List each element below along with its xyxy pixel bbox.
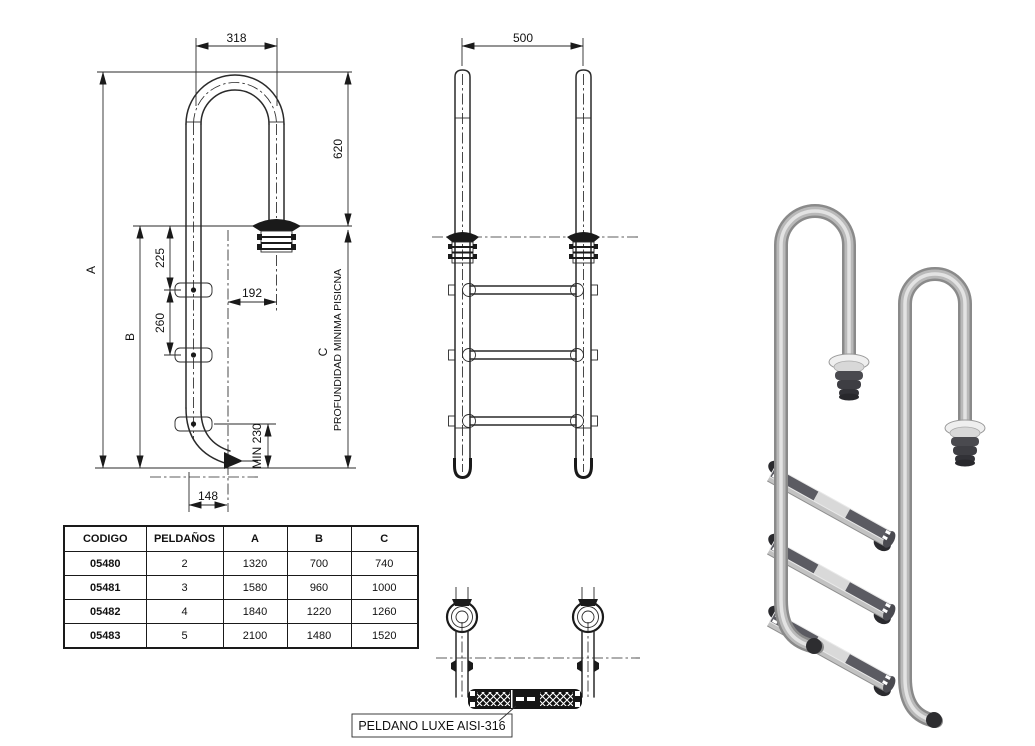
table-cell: 5 [145,623,224,649]
table-cell: 740 [350,551,419,576]
table-row: 05481 3 1580 960 1000 [63,575,419,600]
side-view-rung-stubs [174,282,213,432]
render-front-flange [828,353,870,401]
table-cell: 05483 [63,623,147,649]
front-rail-foot-cap [806,638,822,654]
dim-a-label: A [84,266,98,274]
side-view-ladder-tube [185,74,285,469]
table-cell: 4 [145,599,224,624]
rear-rail-foot-cap [926,712,942,728]
table-cell: 1480 [286,623,352,649]
dim-c-label: C [316,347,330,356]
table-row: 05482 4 1840 1220 1260 [63,599,419,624]
table-cell: 700 [286,551,352,576]
render-rear-rail [898,267,972,728]
plan-top-view: PELDANO LUXE AISI-316 [351,587,640,738]
table-cell: 1320 [222,551,288,576]
header-b: B [286,525,352,552]
table-cell: 05482 [63,599,147,624]
table-row: 05483 5 2100 1480 1520 [63,623,419,649]
dim-620-label: 620 [331,139,345,159]
side-elevation-view: 318 A B 225 260 192 MIN 230 148 620 C PR… [84,31,356,512]
front-view-dimension-500: 500 [461,31,584,66]
table-cell: 1520 [350,623,419,649]
dim-318-label: 318 [226,31,246,45]
render-tread-2 [767,533,896,625]
dim-500-label: 500 [513,31,533,45]
table-cell: 1260 [350,599,419,624]
top-view-flanges [445,587,605,634]
foot-end-cap [224,452,243,469]
front-view-rungs [448,283,598,428]
dim-225-label: 225 [153,248,167,268]
pool-depth-note: PROFUNDIDAD MINIMA PISICNA [332,269,344,431]
render-tread-1 [767,460,896,552]
left-foot-cap [453,458,472,480]
table-row: 05480 2 1320 700 740 [63,551,419,576]
top-view-tubes [451,622,599,700]
front-view-rails [453,69,593,480]
header-c: C [350,525,419,552]
step-callout: PELDANO LUXE AISI-316 [351,705,517,738]
render-front-rail [774,204,856,654]
table-cell: 05481 [63,575,147,600]
table-cell: 1000 [350,575,419,600]
table-cell: 2100 [222,623,288,649]
header-codigo: CODIGO [63,525,147,552]
dim-192-label: 192 [242,286,262,300]
table-cell: 05480 [63,551,147,576]
top-view-step [468,689,582,709]
header-a: A [222,525,288,552]
header-peldanos: PELDAÑOS [145,525,224,552]
right-foot-cap [574,458,593,480]
table-cell: 2 [145,551,224,576]
table-cell: 3 [145,575,224,600]
spec-table: CODIGO PELDAÑOS A B C 05480 2 1320 700 7… [63,525,419,649]
table-cell: 1840 [222,599,288,624]
dim-260-label: 260 [153,313,167,333]
front-view-anchors [446,232,600,264]
table-cell: 1580 [222,575,288,600]
spec-table-header-row: CODIGO PELDAÑOS A B C [63,525,419,552]
table-cell: 1220 [286,599,352,624]
dim-148-label: 148 [198,489,218,503]
front-elevation-view: 500 [432,31,638,480]
render-rear-flange [944,419,986,467]
dim-b-label: B [123,333,137,341]
render-3d-view [767,204,986,728]
dim-min230-label: MIN 230 [250,423,264,469]
side-view-dimensions: 318 A B 225 260 192 MIN 230 148 620 C PR… [84,31,352,509]
step-callout-label: PELDANO LUXE AISI-316 [358,719,505,733]
table-cell: 960 [286,575,352,600]
side-view-wedge-anchor [252,219,301,253]
side-view-extension-lines [95,38,356,512]
